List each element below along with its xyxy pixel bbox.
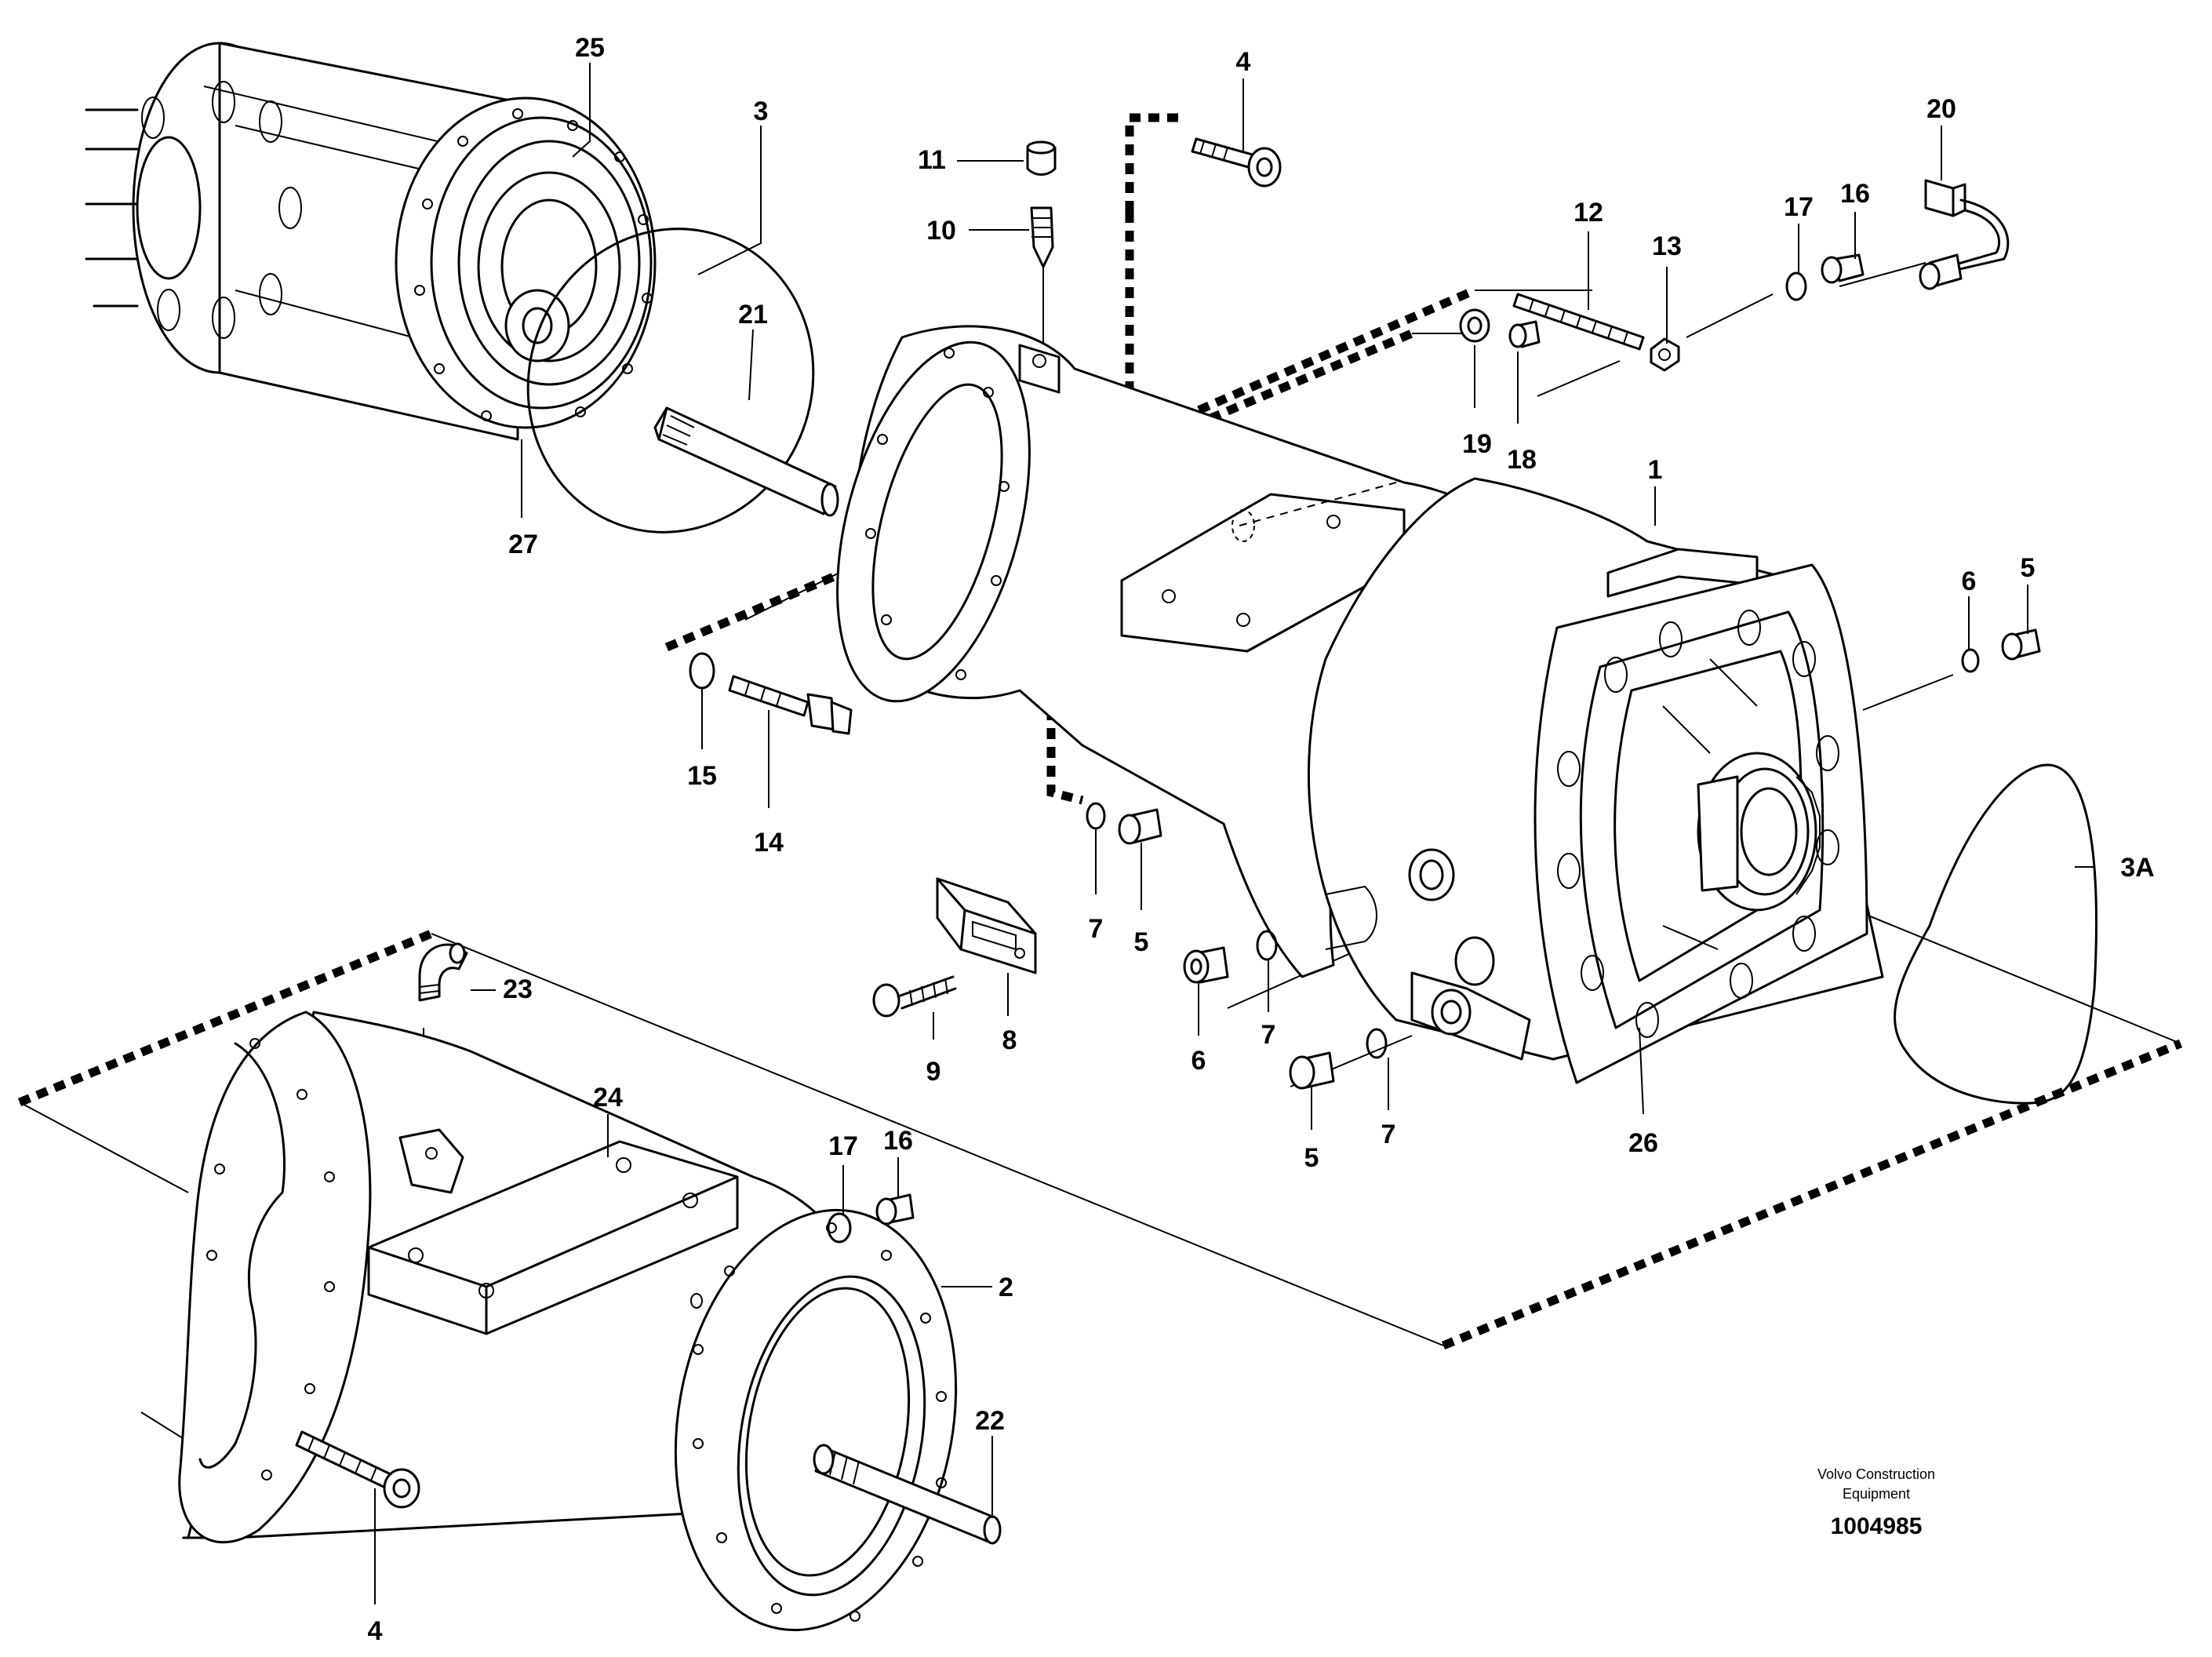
drawing-number: 1004985 xyxy=(1831,1513,1923,1539)
drive-shaft-22 xyxy=(813,1444,1002,1545)
callout-24: 24 xyxy=(593,1083,623,1113)
dash-plug-lower xyxy=(690,1293,703,1309)
callout-22: 22 xyxy=(975,1406,1005,1436)
callout-9: 9 xyxy=(926,1057,941,1087)
o-ring-7-a xyxy=(1086,802,1106,830)
drawing-footer: Volvo Construction Equipment 1004985 xyxy=(1817,1466,1935,1539)
bolt-4-upper xyxy=(1191,137,1282,188)
bleeder-10 xyxy=(1030,206,1054,268)
nut-13 xyxy=(1650,337,1680,372)
o-ring-7-c xyxy=(1366,1028,1388,1059)
callout-3: 3 xyxy=(754,97,769,126)
elbow-fitting-23 xyxy=(418,942,468,1002)
callout-11: 11 xyxy=(918,145,946,175)
callout-14: 14 xyxy=(754,828,784,858)
wheel-hub-assembly xyxy=(85,42,657,441)
o-ring-3 xyxy=(526,228,815,534)
callout-6-right: 6 xyxy=(1962,566,1977,596)
callout-20: 20 xyxy=(1926,94,1956,124)
brand-line-1: Volvo Construction xyxy=(1817,1466,1935,1482)
callout-5-right: 5 xyxy=(2021,553,2036,583)
callout-3A: 3A xyxy=(2120,853,2154,883)
sensor-14 xyxy=(728,675,853,735)
callout-6-lower: 6 xyxy=(1191,1046,1206,1076)
callout-7-c: 7 xyxy=(1381,1120,1396,1149)
callout-12: 12 xyxy=(1574,198,1603,228)
washer-6-right xyxy=(1961,648,1980,673)
drive-shaft-21 xyxy=(653,406,839,517)
washer-17-lower xyxy=(827,1212,852,1244)
callout-19: 19 xyxy=(1462,429,1492,459)
o-ring-3A xyxy=(1894,763,2097,1105)
callout-26: 26 xyxy=(1628,1128,1658,1158)
callout-4-upper: 4 xyxy=(1236,47,1251,77)
callout-17-lower: 17 xyxy=(828,1131,858,1161)
callout-23: 23 xyxy=(503,974,533,1004)
plug-6-lower xyxy=(1183,946,1229,984)
plate-8 xyxy=(936,877,1037,974)
rivet-9 xyxy=(872,975,957,1018)
callout-16-lower: 16 xyxy=(883,1126,913,1156)
plug-16-upper xyxy=(1821,253,1865,284)
callout-13: 13 xyxy=(1652,231,1682,261)
callout-2: 2 xyxy=(999,1273,1013,1302)
sensor-20 xyxy=(1919,179,2010,290)
callout-1: 1 xyxy=(1648,455,1663,485)
callout-21: 21 xyxy=(738,300,768,330)
o-ring-7-b xyxy=(1256,930,1278,961)
cap-11 xyxy=(1026,140,1057,176)
washer-17-upper xyxy=(1785,271,1807,301)
plug-5-a xyxy=(1118,808,1162,845)
callout-leader-lines xyxy=(374,63,2094,1604)
plug-5-right xyxy=(2001,628,2041,661)
plug-18 xyxy=(1508,320,1541,348)
callout-4-lower: 4 xyxy=(368,1616,383,1646)
callout-5-lower: 5 xyxy=(1304,1143,1319,1173)
bolt-4-lower xyxy=(295,1430,420,1509)
callout-15: 15 xyxy=(687,761,717,791)
callout-8: 8 xyxy=(1002,1025,1017,1055)
callout-27: 27 xyxy=(508,530,538,559)
callout-17-upper: 17 xyxy=(1784,192,1814,222)
washer-19 xyxy=(1459,308,1490,343)
callout-16-upper: 16 xyxy=(1840,179,1870,209)
callout-10: 10 xyxy=(926,216,956,246)
stud-12 xyxy=(1512,293,1645,351)
plug-5-lower xyxy=(1289,1051,1335,1090)
callout-18: 18 xyxy=(1507,445,1537,475)
axle-housing-1 xyxy=(836,325,1884,1084)
callout-5-a: 5 xyxy=(1134,927,1149,957)
callout-7-b: 7 xyxy=(1261,1020,1276,1050)
plug-16-lower xyxy=(875,1193,915,1225)
callout-7-a: 7 xyxy=(1089,914,1104,944)
callout-25: 25 xyxy=(575,33,605,63)
brand-line-2: Equipment xyxy=(1843,1486,1910,1502)
callout-labels: 25 3 21 27 11 10 4 12 13 17 16 20 19 18 … xyxy=(368,33,2155,1646)
axle-tube-24 xyxy=(178,1011,958,1632)
washer-15 xyxy=(689,652,715,690)
